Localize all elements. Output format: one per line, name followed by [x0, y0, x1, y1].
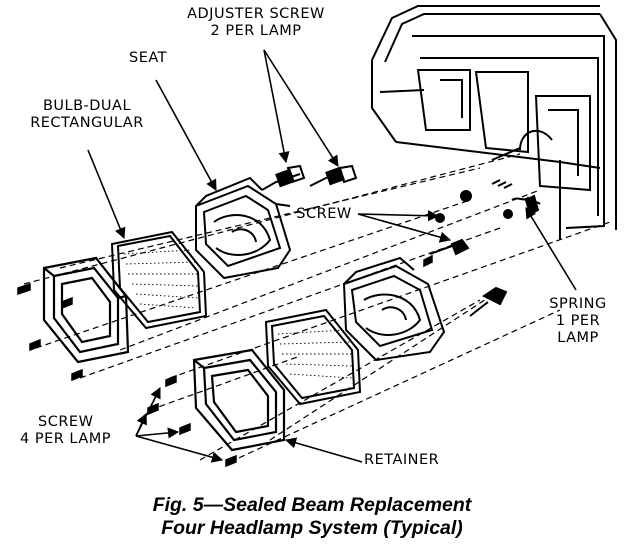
bulb-label-line2: RECTANGULAR — [30, 115, 144, 131]
spring-label-line3: LAMP — [557, 330, 599, 346]
spring-label: SPRING 1 PER LAMP — [540, 296, 616, 347]
vehicle-body-panel — [371, 5, 617, 240]
lower-seat-bucket — [342, 256, 446, 362]
lower-retainer-ring — [192, 348, 286, 452]
upper-sealed-beam-bulb — [110, 230, 208, 330]
spring-label-line2: 1 PER — [555, 313, 601, 329]
bulb-label-line1: BULB-DUAL — [42, 98, 132, 114]
figure-caption: Fig. 5—Sealed Beam Replacement Four Head… — [0, 494, 624, 540]
screw-mid-label: SCREW — [296, 206, 352, 222]
lower-sealed-beam-bulb — [264, 308, 362, 406]
adjuster-screw-label-line2: 2 PER LAMP — [210, 23, 302, 39]
retainer-label: RETAINER — [364, 452, 440, 468]
leader-arrows — [87, 49, 577, 463]
screw-bottom-label-line2: 4 PER LAMP — [20, 431, 112, 447]
adjuster-screw-label: ADJUSTER SCREW 2 PER LAMP — [158, 6, 354, 40]
upper-seat-bucket — [195, 176, 292, 280]
figure-caption-line1: Fig. 5—Sealed Beam Replacement — [152, 494, 472, 516]
adjuster-screw-assemblies — [261, 164, 541, 317]
screw-bottom-label: SCREW 4 PER LAMP — [20, 414, 136, 448]
upper-retainer-ring — [42, 256, 130, 364]
adjuster-screw-label-line1: ADJUSTER SCREW — [187, 6, 325, 22]
seat-label: SEAT — [128, 50, 168, 66]
figure-caption-line2: Four Headlamp System (Typical) — [161, 517, 463, 539]
small-screws — [17, 254, 433, 468]
screw-bottom-label-line1: SCREW — [38, 414, 94, 430]
bulb-label: BULB-DUAL RECTANGULAR — [12, 98, 162, 132]
spring-label-line1: SPRING — [549, 296, 607, 312]
